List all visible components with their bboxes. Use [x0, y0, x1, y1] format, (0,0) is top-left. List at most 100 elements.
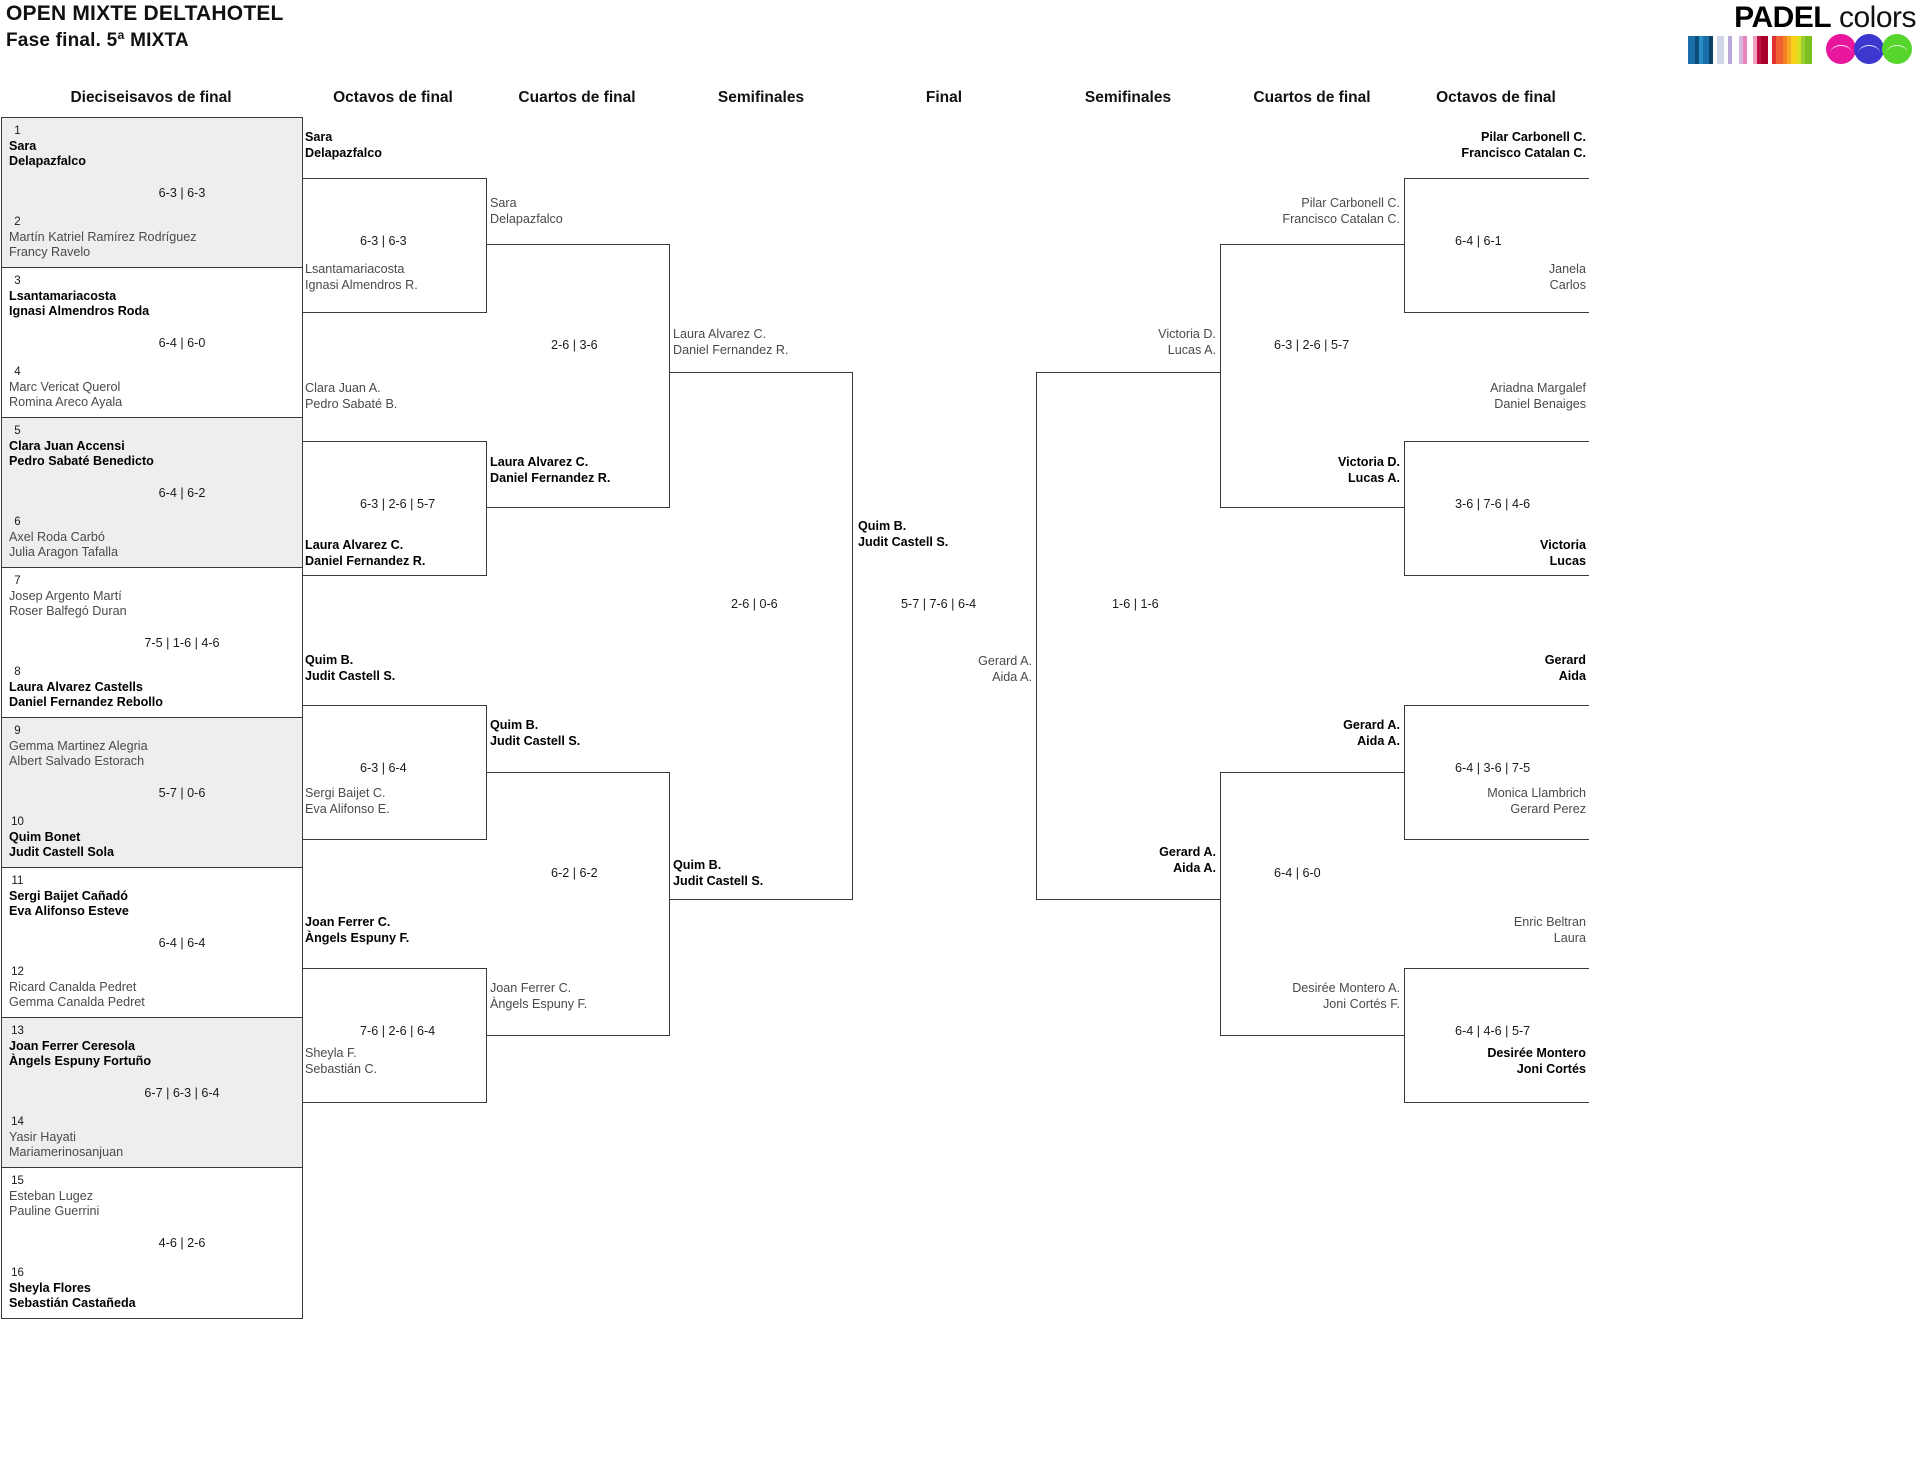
player-name: Julia Aragon Tafalla [9, 545, 118, 559]
logo-bar [1790, 36, 1798, 64]
bracket-team[interactable]: Joan Ferrer C.Àngels Espuny F. [490, 981, 587, 1012]
bracket-team[interactable]: Quim B.Judit Castell S. [673, 858, 763, 889]
match-score: 6-4 | 6-4 [158, 935, 206, 950]
bracket-team[interactable]: Gerard A.Aida A. [1159, 845, 1216, 876]
team-names: Victoria D.Lucas A. [1338, 455, 1400, 486]
match-score: 6-4 | 3-6 | 7-5 [1455, 761, 1531, 775]
player-name: Daniel Fernandez R. [305, 553, 426, 568]
bracket-team[interactable]: Clara Juan A.Pedro Sabaté B. [305, 381, 397, 412]
bracket-connector [302, 178, 487, 313]
bracket-connector [669, 372, 853, 900]
team-names: Laura Alvarez C.Daniel Fernandez R. [673, 327, 789, 358]
player-name: Sara [305, 130, 333, 144]
team-names: Sheyla F.Sebastián C. [305, 1046, 377, 1077]
player-name: Daniel Fernandez R. [673, 342, 789, 357]
team-names: Gerard A.Aida A. [978, 654, 1032, 685]
match-score: 6-2 | 6-2 [551, 866, 598, 880]
player-name: Gerard Perez [1510, 801, 1586, 816]
player-name: Ignasi Almendros Roda [9, 304, 150, 318]
player-name: Martín Katriel Ramírez Rodríguez [9, 230, 197, 244]
bracket-team[interactable]: Gerard A.Aida A. [1343, 718, 1400, 749]
team-names: Joan Ferrer C.Àngels Espuny F. [305, 915, 409, 946]
round-header-5: Final [925, 89, 963, 106]
bracket-team[interactable]: Victoria D.Lucas A. [1158, 327, 1216, 358]
logo-bar [1694, 36, 1699, 64]
player-name: Quim B. [673, 858, 722, 872]
round-header-4: Semifinales [717, 89, 805, 106]
team-names: Gerard A.Aida A. [1343, 718, 1400, 749]
bracket-team[interactable]: Laura Alvarez C.Daniel Fernandez R. [490, 455, 610, 486]
player-name: Laura Alvarez C. [490, 455, 589, 469]
seed-number: 16 [11, 1267, 24, 1279]
match-score: 1-6 | 1-6 [1112, 597, 1159, 611]
bracket-connector [1404, 441, 1589, 576]
player-name: Joni Cortés [1516, 1061, 1586, 1076]
bracket-team[interactable]: Pilar Carbonell C.Francisco Catalan C. [1461, 130, 1586, 161]
bracket-team[interactable]: Sergi Baijet C.Eva Alifonso E. [305, 786, 390, 817]
player-name: Pilar Carbonell C. [1481, 130, 1586, 144]
bracket-team[interactable]: Joan Ferrer C.Àngels Espuny F. [305, 915, 409, 946]
player-name: Joan Ferrer C. [305, 915, 391, 929]
bracket-team[interactable]: Gerard A.Aida A. [978, 654, 1032, 685]
player-name: Sebastián Castañeda [9, 1296, 136, 1310]
player-name: Enric Beltran [1513, 915, 1586, 929]
match-score: 2-6 | 0-6 [731, 597, 778, 611]
bracket-team[interactable]: Quim B.Judit Castell S. [858, 519, 948, 550]
logo-bar [1727, 36, 1733, 64]
player-name: Aida A. [992, 669, 1032, 684]
bracket-team[interactable]: Sheyla F.Sebastián C. [305, 1046, 377, 1077]
logo-bar [1782, 36, 1787, 64]
logo-bar [1732, 36, 1739, 64]
match-score: 6-3 | 6-4 [360, 761, 407, 775]
player-name: Axel Roda Carbó [9, 530, 105, 544]
bracket-team[interactable]: Laura Alvarez C.Daniel Fernandez R. [673, 327, 789, 358]
seed-number: 9 [14, 725, 21, 737]
logo-word-colors: colors [1838, 1, 1917, 34]
logo-bar [1709, 36, 1714, 64]
player-name: Clara Juan A. [305, 381, 381, 395]
bracket-team[interactable]: Desirée Montero A.Joni Cortés F. [1292, 981, 1400, 1012]
player-name: Laura [1553, 930, 1586, 945]
player-name: Aida A. [1173, 860, 1216, 875]
bracket-team[interactable]: Quim B.Judit Castell S. [490, 718, 580, 749]
logo-bar [1698, 36, 1703, 64]
player-name: Yasir Hayati [9, 1130, 76, 1144]
player-name: Lsantamariacosta [305, 262, 405, 276]
bracket-team[interactable]: Quim B.Judit Castell S. [305, 653, 395, 684]
bracket-team[interactable]: Pilar Carbonell C.Francisco Catalan C. [1282, 196, 1400, 227]
player-name: Ricard Canalda Pedret [9, 980, 137, 994]
bracket-team[interactable]: Victoria D.Lucas A. [1338, 455, 1400, 486]
bracket-team[interactable]: Laura Alvarez C.Daniel Fernandez R. [305, 538, 425, 569]
player-name: Judit Castell S. [858, 534, 949, 549]
player-name: Ignasi Almendros R. [305, 277, 418, 292]
match-score: 6-3 | 2-6 | 5-7 [360, 497, 436, 511]
logo-bar [1801, 36, 1806, 64]
team-names: Quim B.Judit Castell S. [490, 718, 580, 749]
